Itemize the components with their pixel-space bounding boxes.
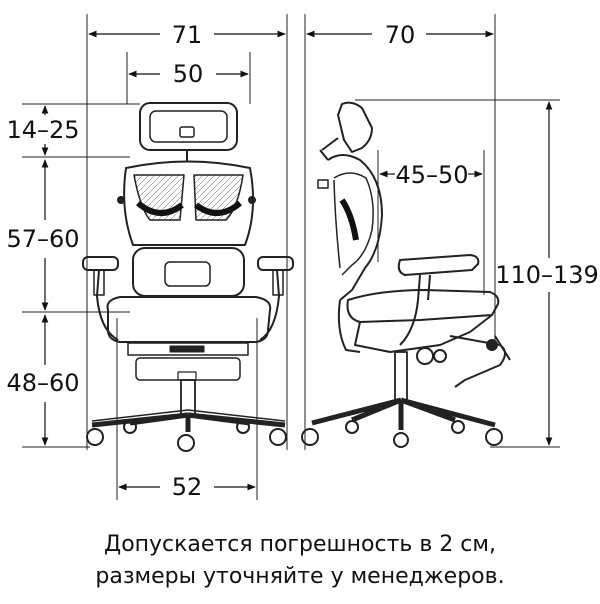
side-headrest bbox=[337, 101, 373, 153]
headrest-adjust-label: 14–25 bbox=[6, 116, 79, 144]
side-armrest bbox=[397, 254, 480, 276]
front-headrest bbox=[139, 102, 238, 151]
side-view-chair bbox=[301, 101, 511, 448]
caption-line-1: Допускается погрешность в 2 см, bbox=[104, 532, 496, 557]
side-caster bbox=[301, 428, 319, 446]
seat-depth-label: 45–50 bbox=[395, 161, 468, 189]
dim-front-total-width: 71 bbox=[86, 14, 288, 450]
dim-base-width: 52 bbox=[116, 318, 258, 501]
headrest-width-label: 50 bbox=[173, 60, 204, 88]
dim-headrest-width: 50 bbox=[126, 52, 251, 104]
front-caster bbox=[86, 428, 104, 446]
caption-line-2: размеры уточняйте у менеджеров. bbox=[95, 564, 505, 589]
side-total-depth-label: 70 bbox=[385, 21, 416, 49]
front-total-width-label: 71 bbox=[172, 21, 203, 49]
front-view-chair bbox=[82, 102, 294, 452]
total-height-label: 110–139 bbox=[495, 261, 599, 289]
dim-seat-height: 48–60 bbox=[6, 314, 90, 448]
side-backrest bbox=[327, 154, 383, 301]
dim-seat-depth: 45–50 bbox=[377, 150, 485, 295]
seat-height-label: 48–60 bbox=[6, 369, 79, 397]
dim-total-height: 110–139 bbox=[355, 99, 599, 448]
dim-headrest-adjust: 14–25 bbox=[6, 103, 140, 158]
dim-side-total-depth: 70 bbox=[304, 14, 496, 450]
dim-backrest-height: 57–60 bbox=[6, 159, 130, 313]
base-width-label: 52 bbox=[172, 473, 203, 501]
side-seat bbox=[346, 289, 500, 323]
front-armrest-right bbox=[257, 256, 294, 271]
front-seat bbox=[106, 296, 272, 343]
front-armrest-left bbox=[82, 256, 119, 271]
backrest-height-label: 57–60 bbox=[6, 225, 79, 253]
front-lumbar bbox=[132, 247, 245, 297]
